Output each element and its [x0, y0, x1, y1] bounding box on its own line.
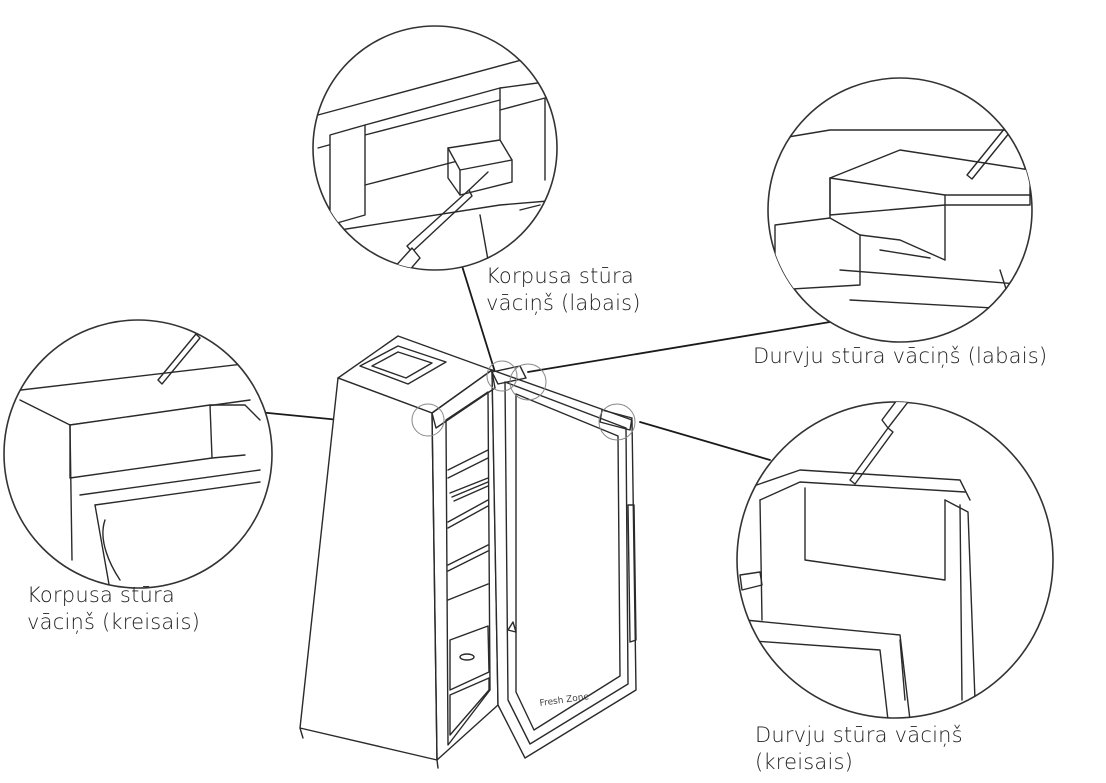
detail-body-corner-left [3, 319, 273, 589]
label-door-corner-left-line2: (kreisais) [755, 750, 854, 774]
label-body-corner-left-line1: Korpusa stūra [27, 583, 175, 607]
label-body-corner-right-line2: vāciņš (labais) [486, 291, 641, 315]
leader-body-right [457, 252, 496, 373]
detail-door-corner-right [767, 77, 1033, 343]
label-door-corner-left: Durvju stūra vāciņš (kreisais) [755, 722, 963, 776]
label-door-corner-left-line1: Durvju stūra vāciņš [755, 723, 963, 747]
leader-door-left [639, 421, 771, 461]
label-door-corner-right-line1: Durvju stūra vāciņš (labais) [753, 344, 1048, 368]
label-body-corner-left: Korpusa stūra vāciņš (kreisais) [27, 582, 200, 636]
detail-door-corner-left [736, 401, 1054, 719]
leader-door-right [527, 321, 831, 373]
refrigerator [299, 335, 637, 769]
label-body-corner-right: Korpusa stūra vāciņš (labais) [486, 263, 641, 317]
detail-body-corner-right [312, 25, 558, 271]
highlight-circles [411, 360, 636, 441]
label-body-corner-left-line2: vāciņš (kreisais) [27, 610, 201, 634]
label-door-corner-right: Durvju stūra vāciņš (labais) [753, 343, 1047, 370]
label-body-corner-right-line1: Korpusa stūra [486, 264, 634, 288]
